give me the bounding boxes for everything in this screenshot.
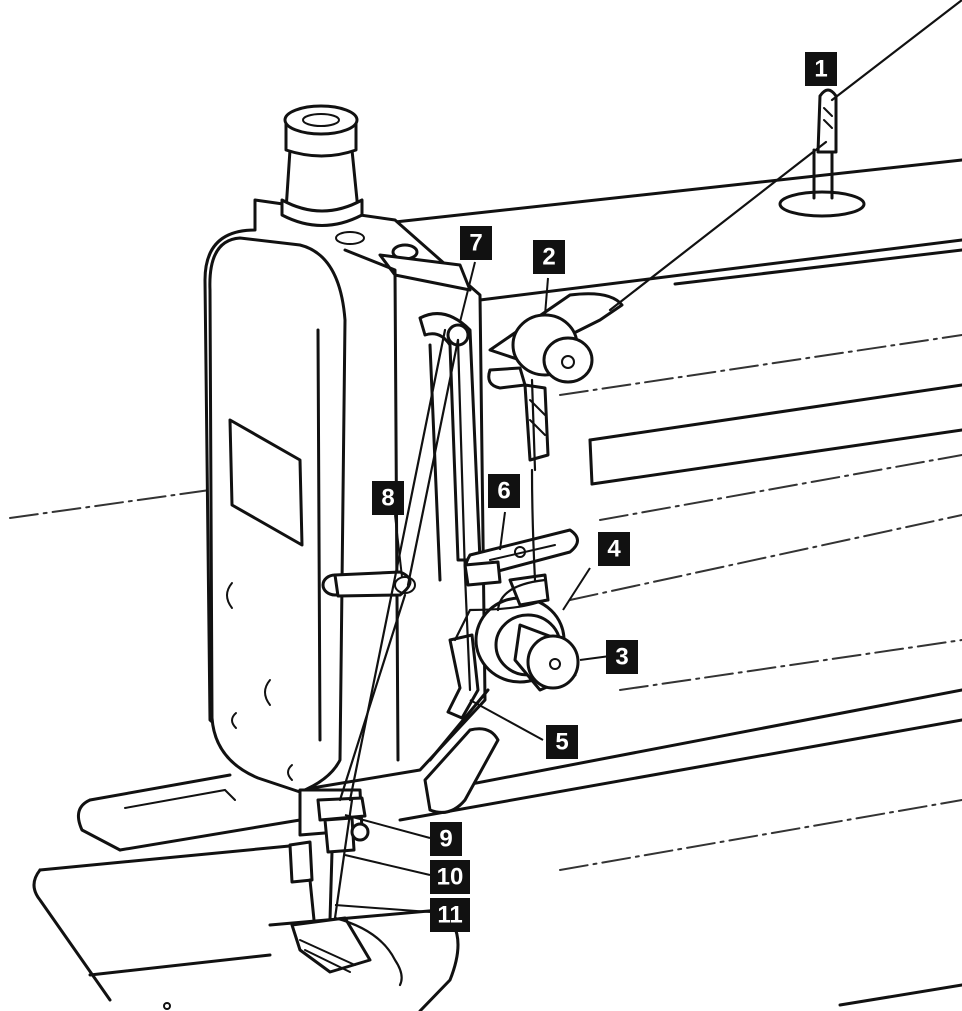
svg-text:9: 9 <box>439 826 452 853</box>
label-3: 3 <box>606 640 638 674</box>
svg-text:8: 8 <box>381 485 394 512</box>
leader-lines <box>334 261 611 913</box>
label-1: 1 <box>805 52 837 86</box>
label-6: 6 <box>488 474 520 508</box>
label-9: 9 <box>430 822 462 856</box>
svg-text:11: 11 <box>437 902 462 929</box>
svg-text:2: 2 <box>542 244 555 271</box>
machine-arm <box>9 158 962 691</box>
svg-text:3: 3 <box>615 644 628 671</box>
thread-tension-3 <box>474 573 580 692</box>
label-11: 11 <box>430 898 470 932</box>
svg-text:7: 7 <box>469 230 482 257</box>
thread-guide-1 <box>778 88 866 218</box>
thread-guide-6 <box>463 528 579 587</box>
label-7: 7 <box>460 226 492 260</box>
thread-take-up-lever <box>418 312 482 582</box>
lifter-lever <box>423 688 500 814</box>
label-10: 10 <box>430 860 470 894</box>
svg-text:4: 4 <box>607 536 621 563</box>
thread-guide-5 <box>446 633 480 720</box>
thread-path <box>333 0 962 987</box>
svg-text:6: 6 <box>497 478 510 505</box>
thread-tension-2 <box>487 292 624 462</box>
thread-check-spring-4 <box>496 578 547 612</box>
svg-text:1: 1 <box>814 56 827 83</box>
svg-text:10: 10 <box>437 864 464 891</box>
svg-text:5: 5 <box>555 729 568 756</box>
needle-bar-assembly <box>288 788 372 974</box>
label-2: 2 <box>533 240 565 274</box>
label-5: 5 <box>546 725 578 759</box>
label-4: 4 <box>598 532 630 566</box>
label-8: 8 <box>372 481 404 515</box>
top-knob <box>280 104 364 227</box>
machine-head <box>203 198 487 794</box>
